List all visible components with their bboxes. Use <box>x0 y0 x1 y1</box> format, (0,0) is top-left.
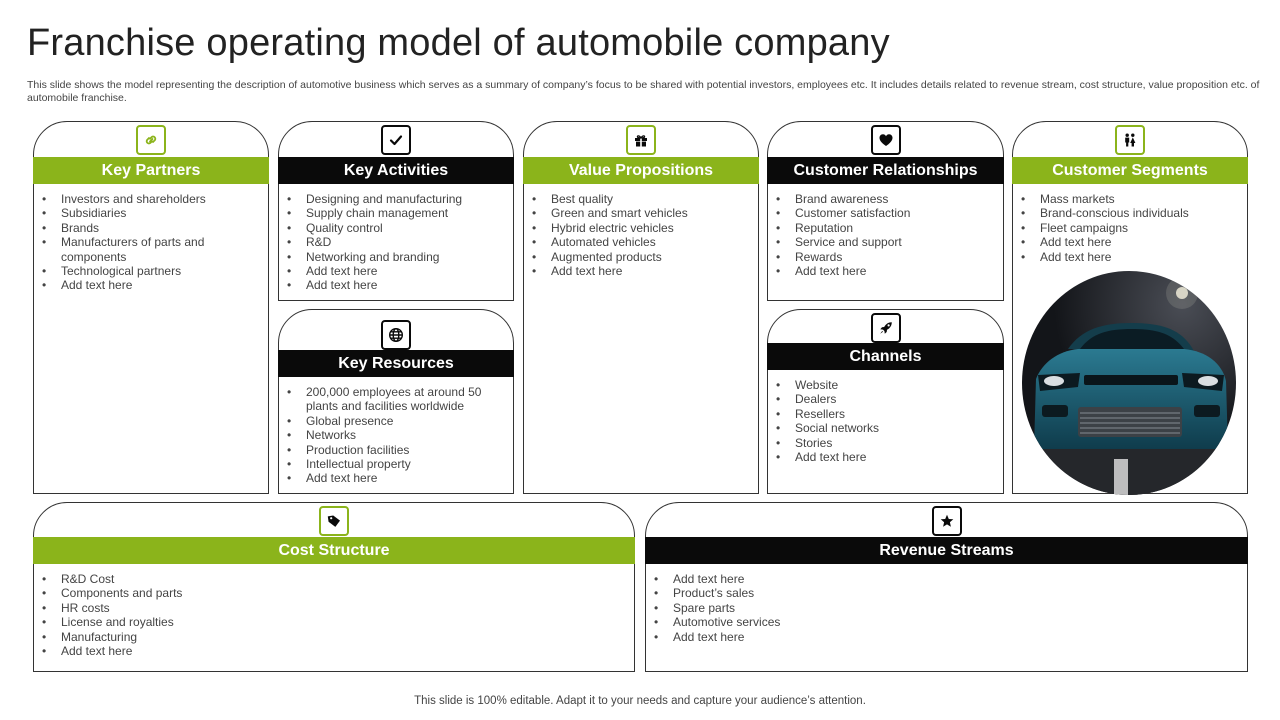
checkmark-icon <box>381 125 411 155</box>
list-item: Stories <box>776 436 995 451</box>
list-item: Add text here <box>287 264 505 279</box>
car-photo-illustration <box>1022 271 1236 495</box>
list-item: Brand awareness <box>776 192 995 207</box>
revenue-streams-card: Revenue Streams Add text here Product’s … <box>645 502 1248 672</box>
list-item: Technological partners <box>42 264 260 279</box>
rocket-icon <box>870 313 901 343</box>
people-icon <box>1115 125 1145 155</box>
list-item: Reputation <box>776 221 995 236</box>
page-subtitle: This slide shows the model representing … <box>27 79 1260 104</box>
list-item: Automotive services <box>654 615 1239 630</box>
list-item: Add text here <box>42 278 260 293</box>
list-item: Add text here <box>42 644 626 659</box>
list-item: Subsidiaries <box>42 206 260 221</box>
list-item: HR costs <box>42 601 626 616</box>
list-item: 200,000 employees at around 50 plants an… <box>287 385 505 414</box>
page-title: Franchise operating model of automobile … <box>27 22 890 64</box>
key-partners-header: Key Partners <box>33 157 269 184</box>
list-item: Manufacturing <box>42 630 626 645</box>
list-item: Components and parts <box>42 586 626 601</box>
list-item: Spare parts <box>654 601 1239 616</box>
key-partners-list: Investors and shareholders Subsidiaries … <box>34 192 268 293</box>
list-item: Quality control <box>287 221 505 236</box>
list-item: Green and smart vehicles <box>532 206 750 221</box>
channels-header: Channels <box>767 343 1004 370</box>
channels-card: Channels Website Dealers Resellers Socia… <box>767 309 1004 494</box>
list-item: Add text here <box>287 278 505 293</box>
customer-relationships-header: Customer Relationships <box>767 157 1004 184</box>
list-item: Designing and manufacturing <box>287 192 505 207</box>
customer-segments-header: Customer Segments <box>1012 157 1248 184</box>
list-item: Social networks <box>776 421 995 436</box>
star-icon <box>931 506 962 536</box>
channels-list: Website Dealers Resellers Social network… <box>768 378 1003 465</box>
cost-structure-header: Cost Structure <box>33 537 635 564</box>
list-item: Automated vehicles <box>532 235 750 250</box>
value-propositions-header: Value Propositions <box>523 157 759 184</box>
list-item: Product’s sales <box>654 586 1239 601</box>
value-propositions-list: Best quality Green and smart vehicles Hy… <box>524 192 758 279</box>
list-item: Customer satisfaction <box>776 206 995 221</box>
list-item: Add text here <box>776 450 995 465</box>
list-item: Add text here <box>776 264 995 279</box>
list-item: Networks <box>287 428 505 443</box>
list-item: Networking and branding <box>287 250 505 265</box>
list-item: Fleet campaigns <box>1021 221 1239 236</box>
list-item: Global presence <box>287 414 505 429</box>
list-item: Supply chain management <box>287 206 505 221</box>
list-item: Best quality <box>532 192 750 207</box>
list-item: Dealers <box>776 392 995 407</box>
tag-icon <box>319 506 349 536</box>
value-propositions-card: Value Propositions Best quality Green an… <box>523 121 759 494</box>
list-item: Mass markets <box>1021 192 1239 207</box>
list-item: Intellectual property <box>287 457 505 472</box>
heart-icon <box>870 125 901 155</box>
list-item: Rewards <box>776 250 995 265</box>
key-resources-header: Key Resources <box>278 350 514 377</box>
list-item: Resellers <box>776 407 995 422</box>
list-item: Investors and shareholders <box>42 192 260 207</box>
revenue-streams-list: Add text here Product’s sales Spare part… <box>646 572 1247 644</box>
list-item: Augmented products <box>532 250 750 265</box>
list-item: Add text here <box>287 471 505 486</box>
list-item: Hybrid electric vehicles <box>532 221 750 236</box>
list-item: Brand-conscious individuals <box>1021 206 1239 221</box>
list-item: Add text here <box>1021 235 1239 250</box>
link-icon <box>136 125 166 155</box>
customer-relationships-card: Customer Relationships Brand awareness C… <box>767 121 1004 301</box>
list-item: License and royalties <box>42 615 626 630</box>
cost-structure-card: Cost Structure R&D Cost Components and p… <box>33 502 635 672</box>
list-item: Add text here <box>1021 250 1239 265</box>
key-partners-card: Key Partners Investors and shareholders … <box>33 121 269 494</box>
gift-icon <box>626 125 656 155</box>
customer-relationships-list: Brand awareness Customer satisfaction Re… <box>768 192 1003 279</box>
list-item: Add text here <box>654 572 1239 587</box>
list-item: Production facilities <box>287 443 505 458</box>
key-resources-card: Key Resources 200,000 employees at aroun… <box>278 309 514 494</box>
customer-segments-list: Mass markets Brand-conscious individuals… <box>1013 192 1247 264</box>
key-activities-list: Designing and manufacturing Supply chain… <box>279 192 513 293</box>
list-item: R&D <box>287 235 505 250</box>
footer-note: This slide is 100% editable. Adapt it to… <box>414 695 866 707</box>
key-activities-card: Key Activities Designing and manufacturi… <box>278 121 514 301</box>
key-activities-header: Key Activities <box>278 157 514 184</box>
revenue-streams-header: Revenue Streams <box>645 537 1248 564</box>
car-photo <box>1022 271 1236 495</box>
list-item: Add text here <box>532 264 750 279</box>
globe-icon <box>381 320 411 350</box>
list-item: Manufacturers of parts and components <box>42 235 260 264</box>
cost-structure-list: R&D Cost Components and parts HR costs L… <box>34 572 634 659</box>
list-item: Add text here <box>654 630 1239 645</box>
list-item: Brands <box>42 221 260 236</box>
list-item: R&D Cost <box>42 572 626 587</box>
list-item: Service and support <box>776 235 995 250</box>
key-resources-list: 200,000 employees at around 50 plants an… <box>279 385 513 486</box>
list-item: Website <box>776 378 995 393</box>
